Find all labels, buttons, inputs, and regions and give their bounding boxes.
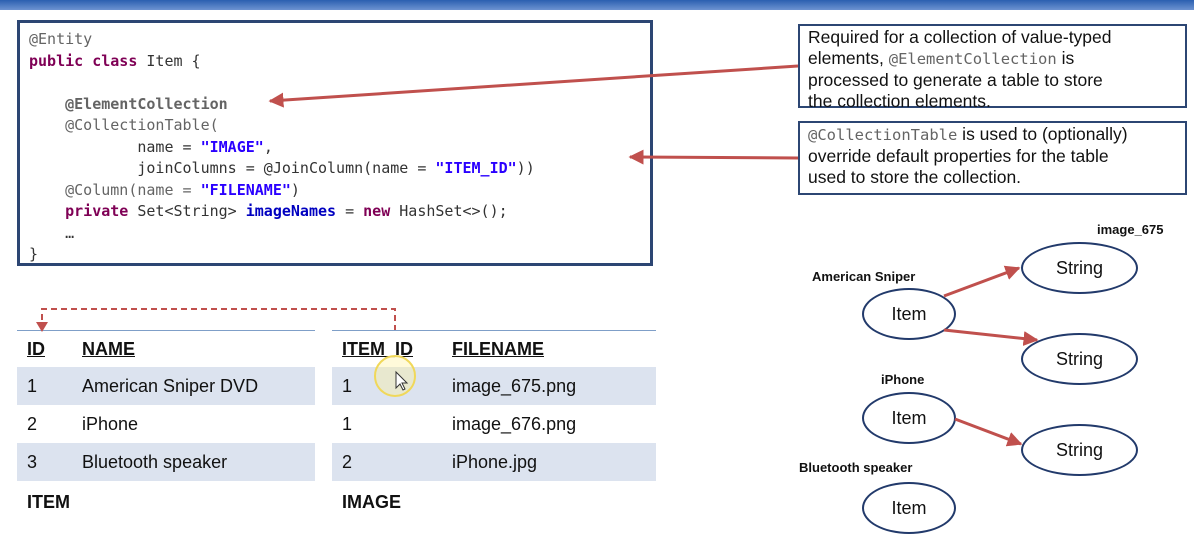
- code-ellipsis: …: [65, 223, 75, 242]
- image-header-filename: FILENAME: [442, 330, 656, 367]
- column-close: ): [290, 180, 300, 199]
- note1-line4: the collection elements.: [808, 91, 991, 111]
- note1-annotation: @ElementCollection: [888, 50, 1057, 68]
- string-node-3: String: [1021, 424, 1138, 476]
- cursor-highlight: [374, 355, 416, 397]
- collection-table-note: @CollectionTable is used to (optionally)…: [798, 121, 1187, 195]
- item-header-id: ID: [17, 330, 72, 367]
- label-bluetooth: Bluetooth speaker: [799, 460, 913, 475]
- image-filename-cell: image_676.png: [452, 413, 577, 434]
- element-collection-annotation: @ElementCollection: [65, 94, 228, 113]
- image-table-header: ITEM_ID FILENAME: [332, 330, 656, 367]
- code-listing: @Entity public class Item { @ElementColl…: [29, 30, 535, 263]
- item-name-cell: American Sniper DVD: [72, 367, 315, 405]
- note2-annotation: @CollectionTable: [808, 126, 958, 144]
- item-table: ID NAME 1 American Sniper DVD 2 iPhone 3…: [17, 330, 315, 481]
- label-image-675: image_675: [1097, 222, 1164, 237]
- string-node-2: String: [1021, 333, 1138, 385]
- note2-line3: used to store the collection.: [808, 167, 1022, 187]
- field-name: imageNames: [245, 202, 337, 220]
- column-value: "FILENAME": [200, 180, 291, 199]
- image-header-item-id: ITEM_ID: [332, 330, 442, 367]
- item-table-caption: ITEM: [27, 492, 70, 512]
- arrow-item-to-string-2: [943, 328, 1039, 347]
- image-item-id-cell: 2: [332, 443, 442, 481]
- image-filename-cell: image_675.png: [442, 367, 656, 405]
- new-expression: HashSet<>();: [399, 202, 508, 220]
- field-type: Set<String>: [137, 202, 237, 220]
- table-row: 2 iPhone: [17, 405, 315, 443]
- item-header-name: NAME: [72, 330, 315, 367]
- class-name: Item {: [146, 51, 201, 70]
- join-columns-value: "ITEM_ID": [435, 159, 517, 177]
- note1-line2: elements, @ElementCollection is: [808, 48, 1177, 70]
- name-value: "IMAGE": [200, 137, 264, 156]
- entity-annotation: @Entity: [29, 30, 93, 48]
- item-id-cell: 2: [27, 413, 38, 434]
- arrow-iphone-to-string: [954, 417, 1023, 447]
- note2-line1: @CollectionTable is used to (optionally): [808, 124, 1177, 146]
- foreign-key-connector: [41, 308, 396, 330]
- note1-pre: elements,: [808, 48, 889, 68]
- assign-op: =: [336, 202, 364, 220]
- table-row: 3 Bluetooth speaker: [17, 443, 315, 481]
- callout-arrow-element-collection: [268, 64, 799, 108]
- foreign-key-arrowhead: [36, 322, 48, 332]
- image-table: ITEM_ID FILENAME 1 image_675.png 1 image…: [332, 330, 656, 481]
- note2-line2: override default properties for the tabl…: [808, 146, 1109, 166]
- mouse-pointer-icon: [395, 370, 409, 391]
- image-item-id-cell: 1: [342, 413, 353, 434]
- new-keyword: new: [363, 202, 391, 220]
- item-id-cell: 3: [17, 443, 72, 481]
- code-box: @Entity public class Item { @ElementColl…: [17, 20, 653, 266]
- column-annotation: @Column(name =: [65, 180, 201, 199]
- image-table-caption: IMAGE: [342, 492, 402, 512]
- table-row: 1 image_676.png: [332, 405, 656, 443]
- image-filename-cell: iPhone.jpg: [442, 443, 656, 481]
- item-name-cell: Bluetooth speaker: [72, 443, 315, 481]
- image-item-id-cell: 1: [332, 367, 442, 405]
- label-american-sniper: American Sniper: [812, 269, 916, 284]
- item-node-bluetooth: Item: [862, 482, 956, 534]
- join-columns-close: )): [516, 159, 535, 177]
- item-node-iphone: Item: [862, 392, 956, 444]
- name-key: name =: [137, 137, 201, 156]
- table-row: 1 American Sniper DVD: [17, 367, 315, 405]
- closing-brace: }: [29, 245, 39, 263]
- item-table-header: ID NAME: [17, 330, 315, 367]
- element-collection-note: Required for a collection of value-typed…: [798, 24, 1187, 111]
- join-columns-key: joinColumns = @JoinColumn(name =: [137, 159, 436, 177]
- item-name-cell: iPhone: [82, 413, 139, 434]
- note1-line1: Required for a collection of value-typed: [808, 27, 1112, 47]
- callout-arrow-collection-table: [628, 149, 799, 165]
- item-id-cell: 1: [17, 367, 72, 405]
- collection-table-annotation: @CollectionTable(: [65, 116, 219, 134]
- label-iphone: iPhone: [881, 372, 925, 387]
- note2-line1-rest: is used to (optionally): [957, 124, 1128, 144]
- arrow-item-to-string-1: [943, 265, 1021, 298]
- private-keyword: private: [65, 202, 129, 220]
- note1-line3: processed to generate a table to store: [808, 70, 1103, 90]
- class-keyword: public class: [29, 51, 138, 70]
- string-node-1: String: [1021, 242, 1138, 294]
- note1-post: is: [1056, 48, 1075, 68]
- table-row: 2 iPhone.jpg: [332, 443, 656, 481]
- slide-top-bar: [0, 0, 1194, 10]
- item-node-american-sniper: Item: [862, 288, 956, 340]
- table-row: 1 image_675.png: [332, 367, 656, 405]
